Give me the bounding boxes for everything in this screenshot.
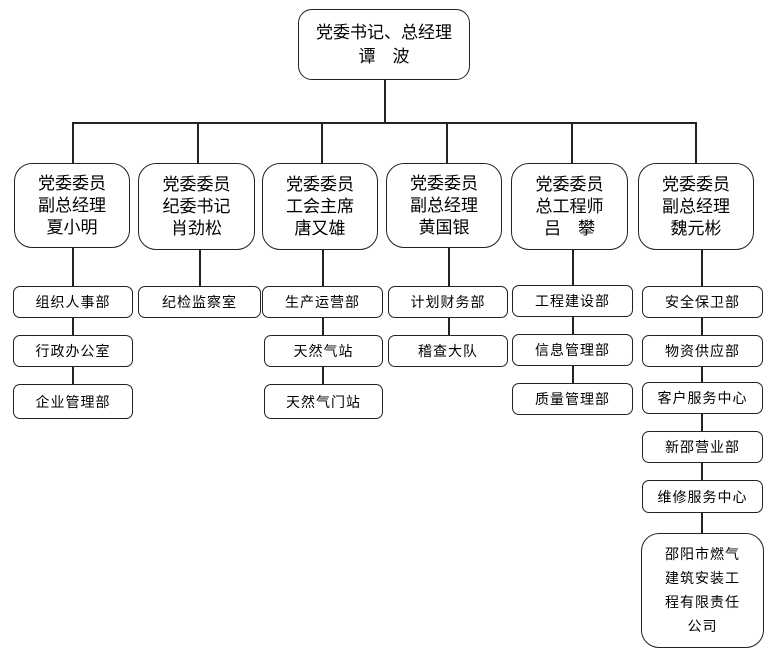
leader-name: 吕 攀 [544,218,595,239]
leader-title: 工会主席 [286,196,354,217]
leader-node: 党委委员 总工程师 吕 攀 [511,163,628,250]
department-node: 纪检监察室 [138,286,261,318]
top-bus-line [72,122,696,124]
department-node: 组织人事部 [13,286,133,318]
leader-name: 肖劲松 [171,218,222,239]
unit-connector [572,250,574,285]
leader-role: 党委委员 [286,174,354,195]
unit-connector [448,248,450,286]
branch-connector [321,122,323,163]
leader-node: 党委委员 纪委书记 肖劲松 [138,163,255,250]
leader-name: 魏元彬 [670,218,722,239]
leader-title: 副总经理 [38,195,106,216]
unit-connector [72,367,74,384]
root-node: 党委书记、总经理 谭 波 [298,9,470,80]
department-label: 天然气门站 [286,394,361,411]
leader-role: 党委委员 [38,173,106,194]
unit-connector [199,250,201,286]
branch-connector [571,122,573,163]
department-label: 行政办公室 [35,344,111,360]
company-line: 程有限责任 [665,594,740,611]
department-node: 维修服务中心 [642,480,763,513]
department-node: 新邵营业部 [642,431,763,463]
department-node: 稽查大队 [388,335,508,367]
unit-connector [72,248,74,286]
leader-node: 党委委员 副总经理 夏小明 [14,163,130,248]
department-label: 计划财务部 [410,295,486,311]
department-label: 物资供应部 [665,344,740,360]
department-label: 纪检监察室 [162,295,237,311]
root-title: 党委书记、总经理 [316,22,452,43]
root-name: 谭 波 [358,46,410,67]
department-node: 质量管理部 [512,383,633,415]
unit-connector [322,318,324,335]
leader-title: 副总经理 [410,195,478,216]
department-node: 安全保卫部 [642,286,763,318]
leader-node: 党委委员 工会主席 唐又雄 [262,163,378,250]
unit-connector [701,250,703,286]
company-line: 公司 [687,618,718,635]
department-label: 稽查大队 [418,344,478,360]
department-label: 组织人事部 [35,295,111,311]
branch-connector [197,122,199,163]
department-node: 计划财务部 [388,286,508,318]
unit-connector [72,318,74,335]
leader-title: 总工程师 [535,196,604,217]
unit-connector [322,250,324,286]
unit-connector [701,414,703,431]
department-label: 安全保卫部 [665,295,740,311]
unit-connector [701,463,703,480]
department-label: 企业管理部 [35,394,111,411]
company-line: 邵阳市燃气 [665,546,740,563]
department-node: 企业管理部 [13,384,133,419]
department-label: 生产运营部 [285,295,360,311]
department-node: 天然气站 [264,335,383,367]
root-connector [384,80,386,123]
branch-connector [446,122,448,163]
leader-role: 党委委员 [410,173,478,194]
leader-role: 党委委员 [535,174,604,195]
leader-role: 党委委员 [662,174,730,195]
department-label: 工程建设部 [535,294,610,310]
unit-connector [572,317,574,334]
department-node: 天然气门站 [264,384,383,419]
unit-connector [701,513,703,533]
department-node: 信息管理部 [512,334,633,366]
unit-connector [322,367,324,384]
unit-connector [701,367,703,382]
unit-connector [572,366,574,383]
department-node: 客户服务中心 [642,382,763,414]
department-node: 生产运营部 [262,286,383,318]
branch-connector [72,122,74,163]
leader-node: 党委委员 副总经理 黄国银 [386,163,502,248]
leader-node: 党委委员 副总经理 魏元彬 [638,163,754,250]
department-label: 新邵营业部 [665,440,740,456]
department-node: 工程建设部 [512,285,633,317]
department-label: 质量管理部 [535,392,610,408]
branch-connector [695,122,697,163]
department-label: 维修服务中心 [657,489,748,506]
leader-name: 唐又雄 [294,218,346,239]
unit-connector [701,318,703,335]
department-node: 物资供应部 [642,335,763,367]
leader-name: 夏小明 [46,217,98,238]
department-label: 天然气站 [293,344,354,360]
unit-connector [448,318,450,335]
leader-title: 副总经理 [662,196,730,217]
leader-name: 黄国银 [418,217,470,238]
leader-role: 党委委员 [162,174,231,195]
department-label: 信息管理部 [535,343,610,359]
leader-title: 纪委书记 [162,196,231,217]
department-label: 客户服务中心 [657,391,748,407]
company-line: 建筑安装工 [665,570,740,587]
department-node: 行政办公室 [13,335,133,367]
subsidiary-company-node: 邵阳市燃气 建筑安装工 程有限责任 公司 [641,533,764,648]
